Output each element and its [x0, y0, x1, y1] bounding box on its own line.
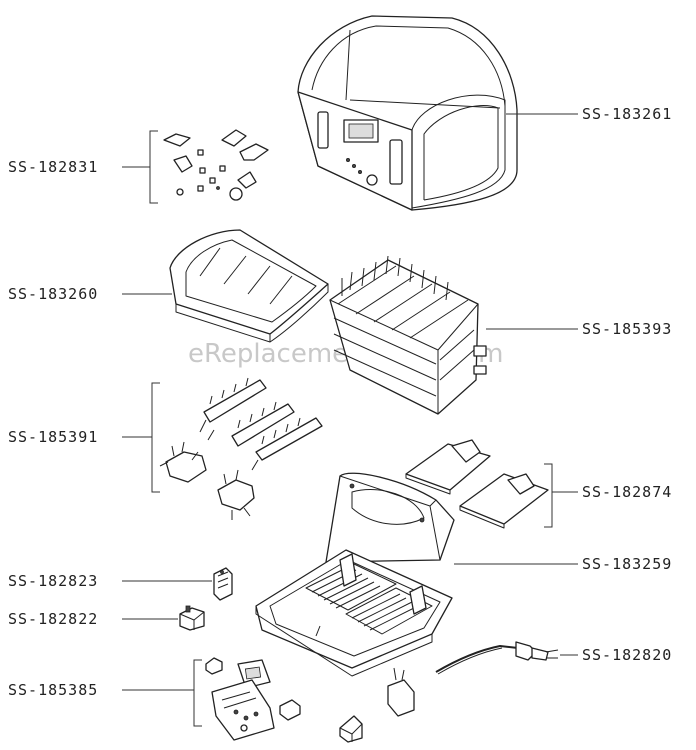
power-cord-part[interactable] [435, 641, 559, 675]
control-board-part[interactable] [205, 657, 415, 743]
label-control-board[interactable]: SS-185385 [8, 681, 98, 699]
leader-carriages [122, 382, 160, 493]
label-carriages[interactable]: SS-185391 [8, 428, 98, 446]
housing-part[interactable] [297, 15, 518, 211]
leader-crumb-trays [544, 463, 578, 528]
label-power-cord[interactable]: SS-182820 [582, 646, 672, 664]
label-crumb-trays[interactable]: SS-182874 [582, 483, 672, 501]
crumb-tray-cover-part[interactable] [169, 229, 329, 343]
crumb-trays-part[interactable] [405, 439, 549, 529]
base-part[interactable] [255, 472, 455, 677]
label-knobs[interactable]: SS-182831 [8, 158, 98, 176]
knobs-part[interactable] [163, 129, 269, 201]
switch-part[interactable] [213, 567, 233, 601]
leader-knobs [122, 130, 158, 204]
leader-control-board [122, 659, 202, 727]
label-housing[interactable]: SS-183261 [582, 105, 672, 123]
chassis-part[interactable] [329, 255, 487, 415]
label-switch[interactable]: SS-182823 [8, 572, 98, 590]
label-bracket[interactable]: SS-182822 [8, 610, 98, 628]
bracket-part[interactable] [179, 605, 205, 631]
label-base[interactable]: SS-183259 [582, 555, 672, 573]
label-crumb-tray-cover[interactable]: SS-183260 [8, 285, 98, 303]
carriages-part[interactable] [159, 377, 323, 520]
label-chassis[interactable]: SS-185393 [582, 320, 672, 338]
